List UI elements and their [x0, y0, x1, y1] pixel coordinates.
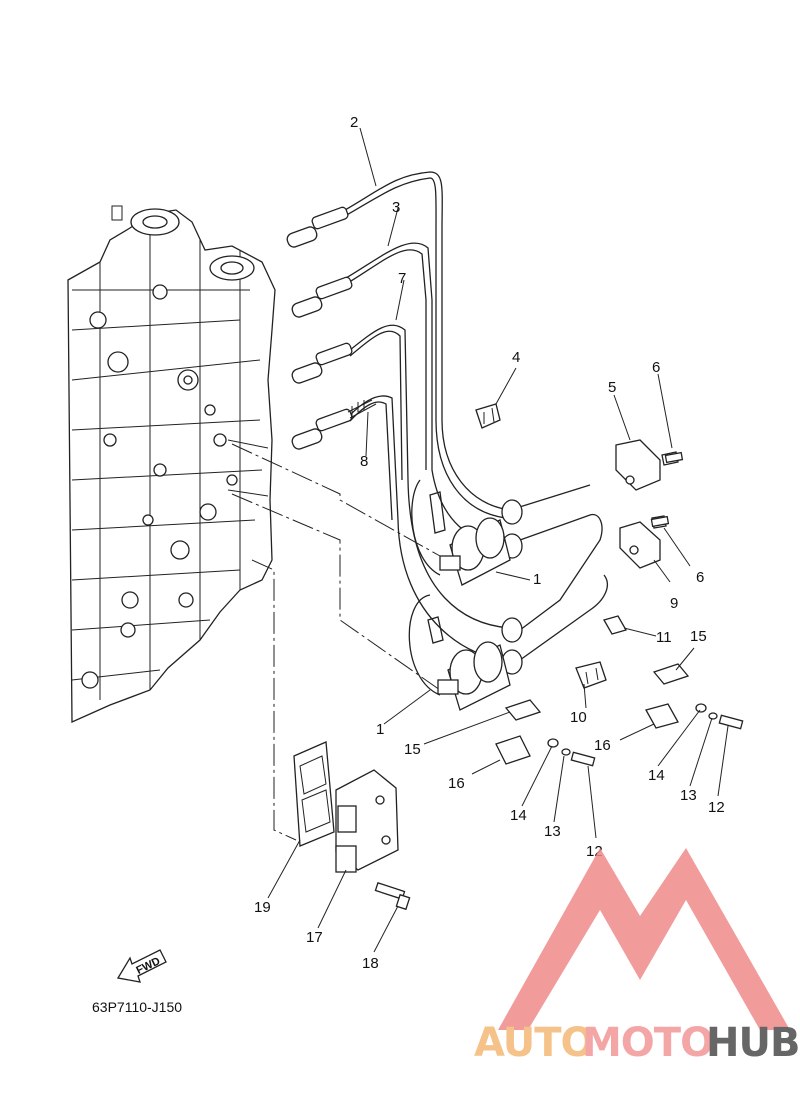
- callout-7: 7: [398, 270, 406, 287]
- reference-lines: [231, 443, 441, 841]
- callout-6-upper: 6: [652, 359, 660, 376]
- callout-5: 5: [608, 379, 616, 396]
- callout-13-left: 13: [544, 823, 561, 840]
- callout-15-left: 15: [404, 741, 421, 758]
- ignition-coil-lower: [408, 594, 511, 711]
- ignition-coil-upper: [411, 479, 511, 586]
- callout-13-right: 13: [680, 787, 697, 804]
- callout-6-lower: 6: [696, 569, 704, 586]
- fwd-arrow-icon: FWD: [116, 949, 167, 983]
- watermark-moto: MOTO: [582, 1020, 713, 1066]
- watermark-hub: HUB: [706, 1020, 799, 1066]
- bracket-15: [504, 663, 690, 721]
- callout-12-right: 12: [708, 799, 725, 816]
- gasket-19: [293, 741, 335, 847]
- callout-4: 4: [512, 349, 520, 366]
- part-code: 63P7110-J150: [92, 999, 182, 1015]
- spark-plug-leads: [286, 171, 608, 675]
- callout-3: 3: [392, 199, 400, 216]
- callout-17: 17: [306, 929, 323, 946]
- washers-bolts: [547, 451, 744, 767]
- callout-8: 8: [360, 453, 368, 470]
- holder-16: [495, 703, 679, 765]
- callout-19: 19: [254, 899, 271, 916]
- callout-16-left: 16: [448, 775, 465, 792]
- callout-11: 11: [656, 629, 672, 646]
- callout-10: 10: [570, 709, 587, 726]
- bolt-18: [374, 882, 411, 911]
- leader-lines: [267, 127, 729, 953]
- clamp-4: [475, 403, 501, 429]
- callout-2: 2: [350, 114, 358, 131]
- clamp-10: [575, 661, 607, 689]
- bracket-5: [615, 439, 679, 491]
- callout-numbers: 2 3 7 4 5 6 8 1 6 9 11 15 10 1 15 16 16 …: [254, 114, 725, 972]
- callout-15-right: 15: [690, 628, 707, 645]
- watermark-logo: [498, 848, 790, 1030]
- watermark-auto: AUTO: [474, 1020, 594, 1066]
- callout-18: 18: [362, 955, 379, 972]
- callout-14-left: 14: [510, 807, 527, 824]
- callout-1-lower: 1: [376, 721, 384, 738]
- callout-16-right: 16: [594, 737, 611, 754]
- callout-1-upper: 1: [533, 571, 541, 588]
- engine-block: [67, 205, 276, 723]
- clip-11: [603, 615, 627, 635]
- callout-9: 9: [670, 595, 678, 612]
- cdi-unit-17: [335, 769, 399, 873]
- fwd-label: FWD: [134, 955, 162, 977]
- watermark-text: AUTO MOTO HUB: [474, 1020, 800, 1066]
- callout-14-right: 14: [648, 767, 665, 784]
